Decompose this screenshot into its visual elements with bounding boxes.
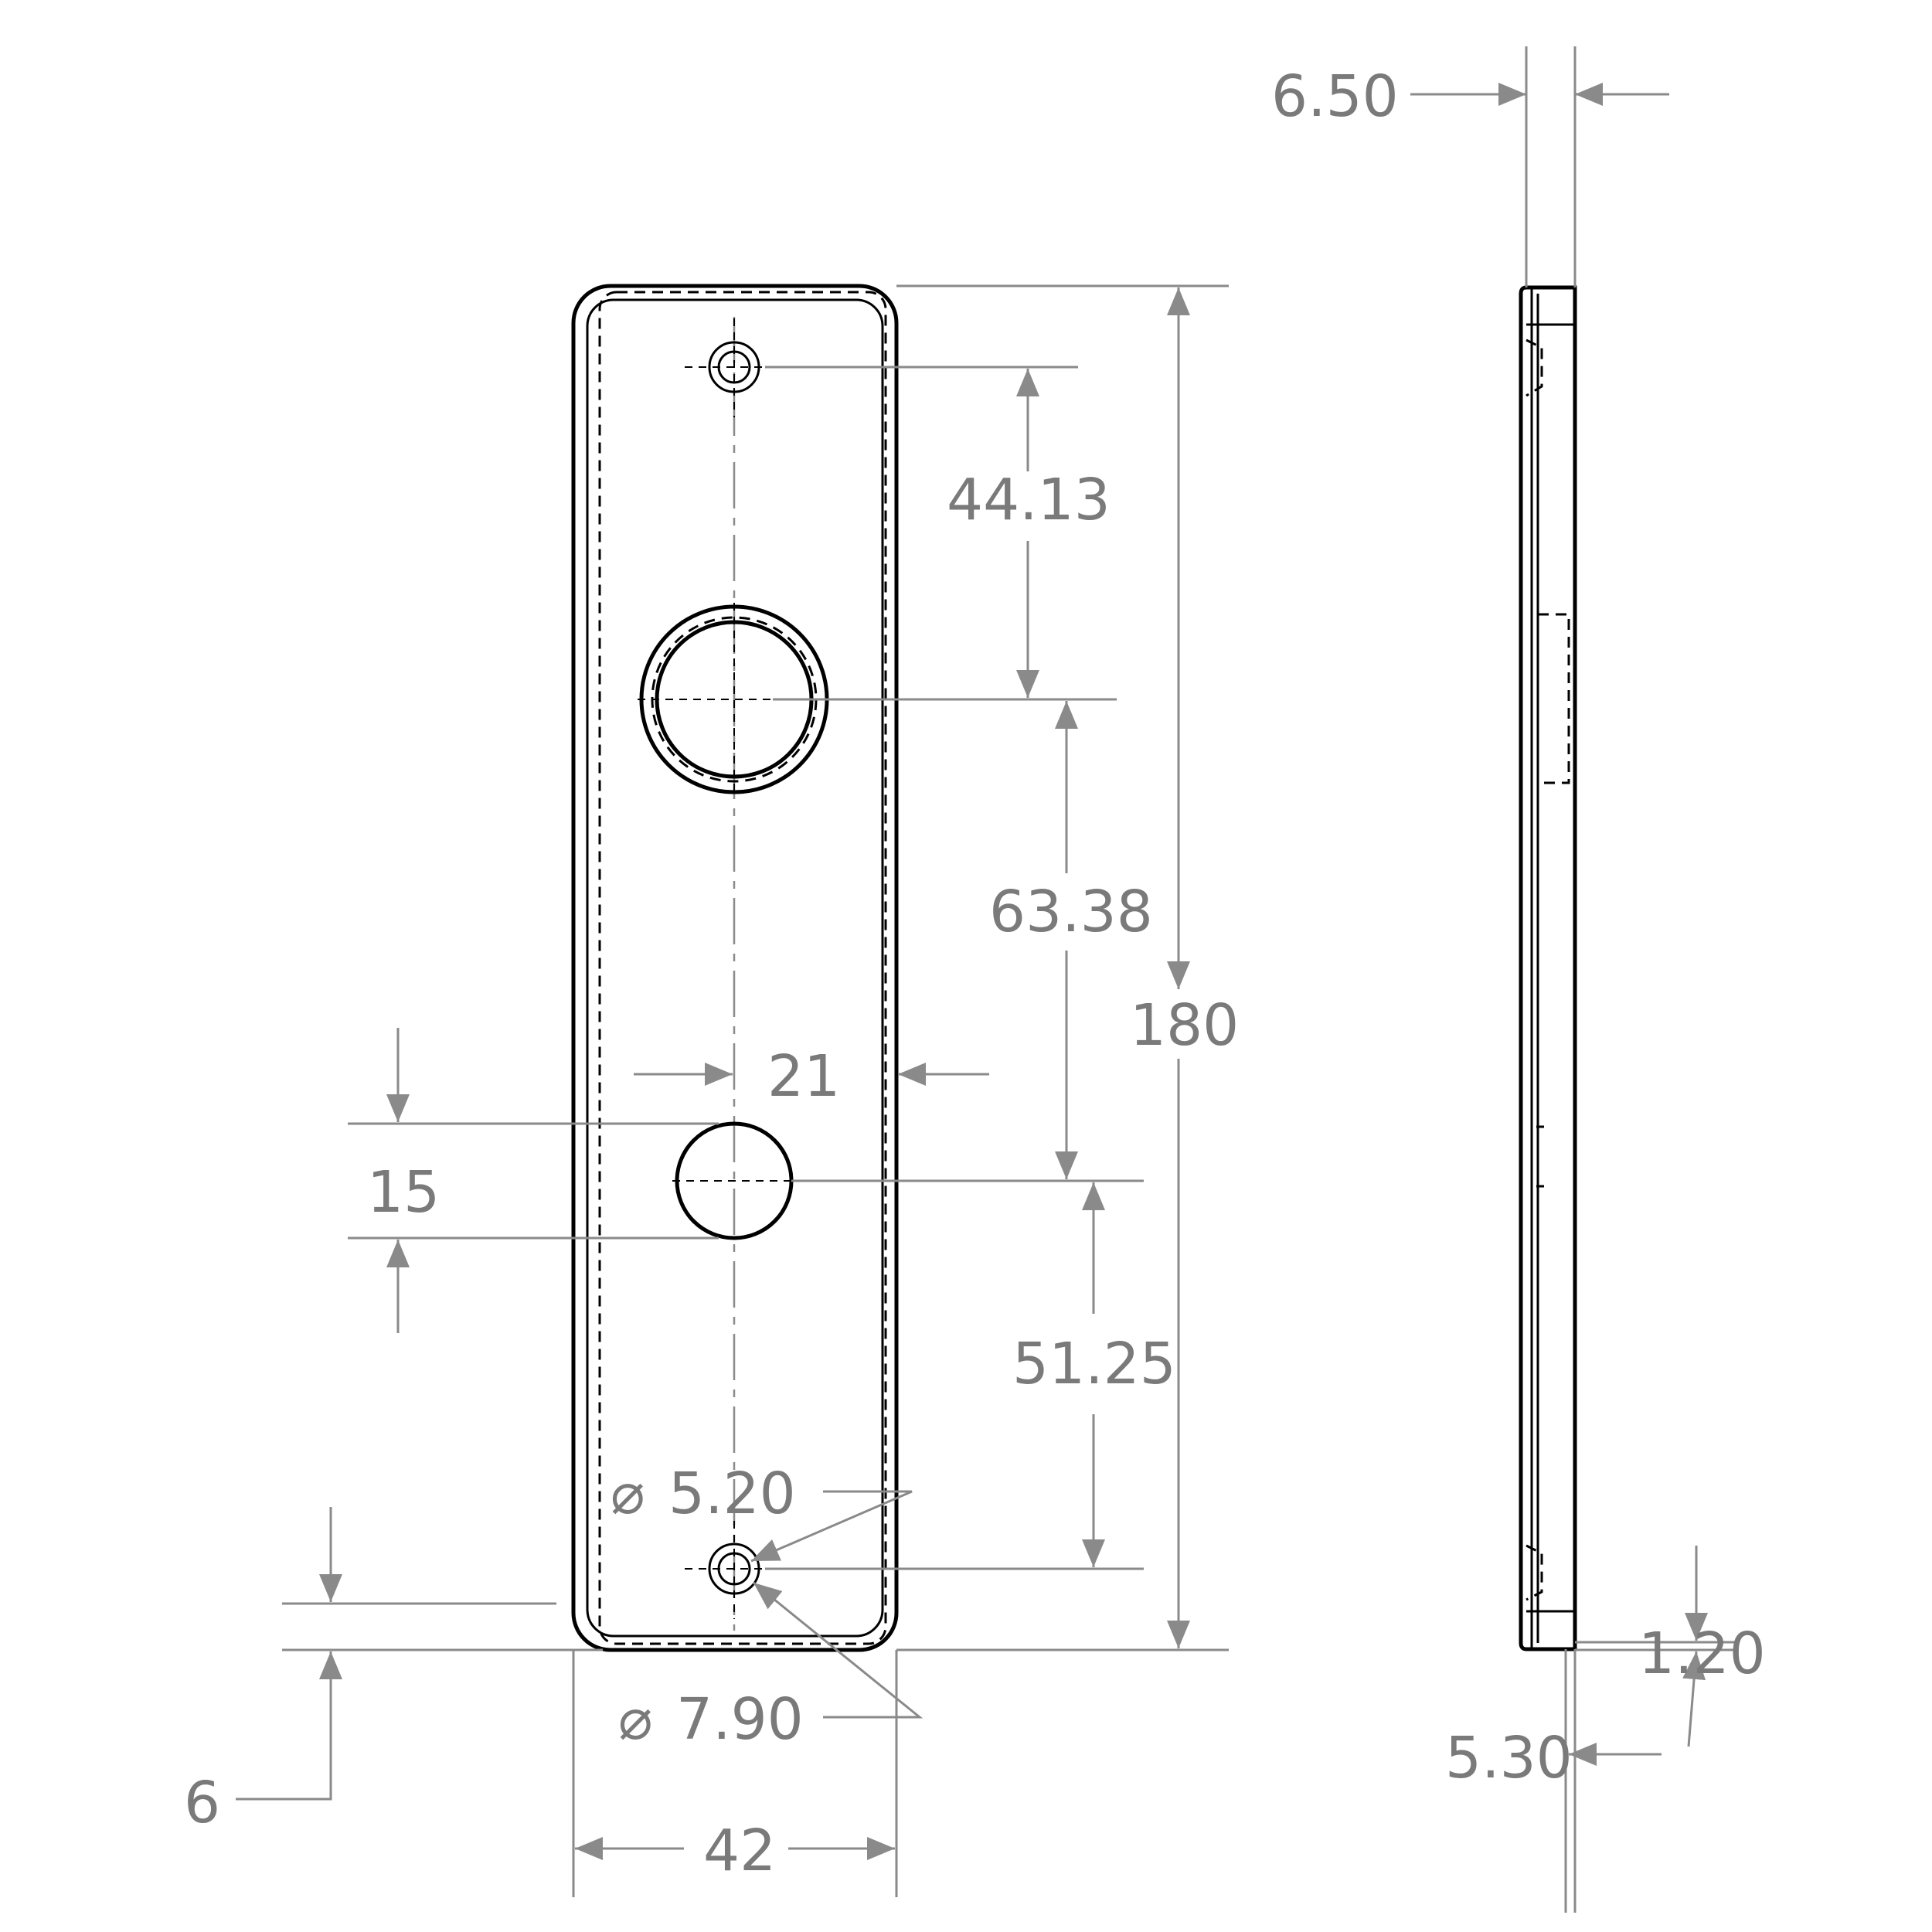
dim-knob-to-key-hole: 63.38 [989, 879, 1153, 945]
dimension-lines [236, 46, 1739, 1913]
front-view [571, 284, 899, 1652]
knob-hole [638, 603, 831, 796]
dim-hole-offset: 21 [767, 1043, 840, 1110]
dim-key-hole-to-bottom: 51.25 [1012, 1331, 1176, 1397]
diameter-symbol-2: ⌀ [618, 1686, 653, 1753]
diameter-symbol-1: ⌀ [611, 1461, 645, 1527]
plate-hidden-edge [598, 291, 887, 1645]
dim-overall-thickness: 6.50 [1271, 63, 1399, 130]
bottom-screw-hole [685, 1521, 784, 1619]
plate-inner-edge [586, 298, 884, 1638]
dimension-labels: 6.50 44.13 63.38 180 21 15 51.25 ⌀ 5.20 … [184, 63, 1766, 1884]
top-screw-hole [685, 318, 784, 417]
plate-outline [571, 284, 899, 1652]
dim-overall-height: 180 [1130, 992, 1239, 1059]
dim-bottom-offset: 6 [184, 1770, 220, 1836]
dim-top-hole-to-knob: 44.13 [947, 467, 1111, 533]
dim-screw-hole-outer-diameter: 7.90 [676, 1686, 804, 1753]
dim-edge-step: 1.20 [1638, 1621, 1766, 1687]
dim-screw-hole-inner-diameter: 5.20 [668, 1461, 796, 1527]
dim-plate-width: 42 [703, 1818, 776, 1884]
side-view [1519, 285, 1577, 1651]
dim-plate-thickness: 5.30 [1445, 1725, 1573, 1791]
side-profile [1519, 285, 1577, 1651]
dim-key-hole-diameter: 15 [367, 1159, 440, 1226]
